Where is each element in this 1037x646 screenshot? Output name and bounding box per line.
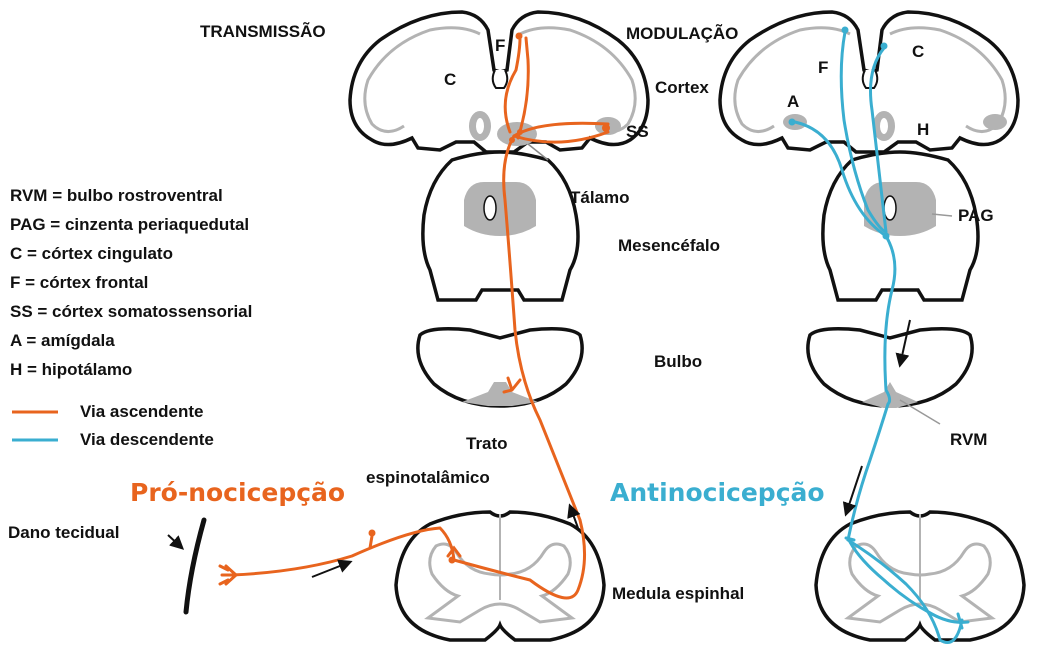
abbr-h: H = hipotálamo [10,360,132,380]
headline-antinocicepcao: Antinocicepção [610,478,825,507]
label-trato-2: espinotalâmico [366,468,490,488]
left-midbrain [423,152,578,300]
right-spinal-cord [816,512,1024,640]
left-label-c: C [444,70,456,90]
right-label-c: C [912,42,924,62]
right-label-rvm: RVM [950,430,987,450]
label-dano-tecidual: Dano tecidual [8,523,119,543]
label-bulbo: Bulbo [654,352,702,372]
label-talamo: Tálamo [570,188,630,208]
right-midbrain [823,152,978,300]
left-label-ss: SS [626,122,649,142]
label-mesencefalo: Mesencéfalo [618,236,720,256]
title-modulacao: MODULAÇÃO [626,24,738,44]
left-label-f: F [495,36,505,56]
right-cortex-section [720,12,1018,152]
right-label-pag: PAG [958,206,994,226]
tissue-damage [168,520,204,612]
abbr-f: F = córtex frontal [10,273,148,293]
abbr-a: A = amígdala [10,331,115,351]
title-transmissao: TRANSMISSÃO [200,22,326,42]
abbr-c: C = córtex cingulato [10,244,173,264]
abbr-rvm: RVM = bulbo rostroventral [10,186,223,206]
right-medulla [808,329,972,424]
right-label-h: H [917,120,929,140]
headline-pro-nocicepcao: Pró-nocicepção [130,478,345,507]
abbr-pag: PAG = cinzenta periaquedutal [10,215,249,235]
right-label-a: A [787,92,799,112]
abbr-ss: SS = córtex somatossensorial [10,302,252,322]
right-label-f: F [818,58,828,78]
left-medulla [418,329,582,406]
left-midline-fissure [493,70,508,88]
label-medula: Medula espinhal [612,584,744,604]
left-cortex-section [350,12,648,152]
label-cortex: Cortex [655,78,709,98]
legend-ascending-label: Via ascendente [80,402,203,422]
legend-descending-label: Via descendente [80,430,214,450]
label-trato-1: Trato [466,434,508,454]
